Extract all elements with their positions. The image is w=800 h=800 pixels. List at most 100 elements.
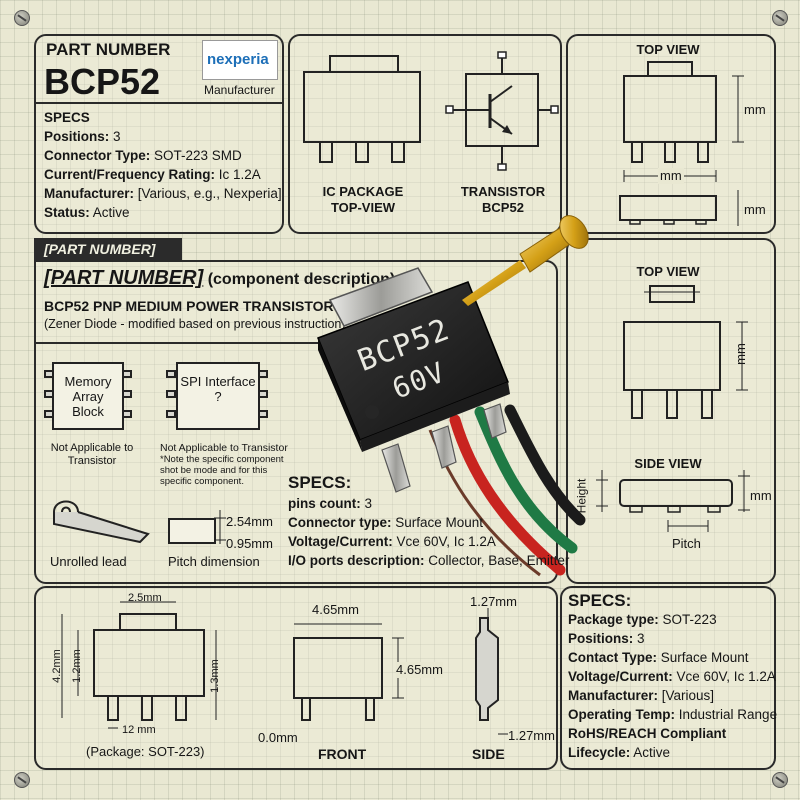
memory-note-2: Transistor	[67, 455, 117, 467]
spec-row: Connector Type: SOT-223 SMD	[44, 146, 282, 165]
top-view-dim-h: mm	[744, 102, 766, 117]
memory-pin	[122, 390, 132, 398]
spec-key: Voltage/Current:	[568, 669, 673, 684]
part-number-panel: PART NUMBER BCP52 nexperia Manufacturer …	[34, 34, 284, 234]
top-view-dim-side: mm	[744, 202, 766, 217]
ic-package-drawing	[303, 55, 421, 163]
description-subtitle: BCP52 PNP MEDIUM POWER TRANSISTOR	[44, 298, 334, 314]
screw-bottom-left	[14, 772, 30, 788]
spec-row: Manufacturer: [Various]	[568, 686, 777, 705]
spi-pin	[258, 370, 268, 378]
package-width: 2.5mm	[128, 592, 162, 604]
side-caption: SIDE	[472, 746, 505, 762]
spec-value: Active	[630, 745, 671, 760]
spec-value: Collector, Base, Emitter	[424, 553, 570, 568]
top-view-panel: TOP VIEW mm mm mm	[566, 34, 776, 234]
spec-key: Connector Type:	[44, 148, 151, 163]
spec-value: 3	[633, 631, 645, 646]
spi-note-2: *Note the specific component	[160, 454, 284, 465]
spec-row: Voltage/Current: Vce 60V, Ic 1.2A	[568, 667, 777, 686]
spec-key: Connector type:	[288, 515, 392, 530]
spec-key: Lifecycle:	[568, 745, 631, 760]
transistor-caption-1: TRANSISTOR	[460, 184, 546, 199]
pitch-dim-1: 2.54mm	[226, 514, 273, 529]
bottom-package-panel: 2.5mm 4.2mm 1.2mm 1.3mm 12 mm (Package: …	[34, 586, 558, 770]
side-top-dim: 1.27mm	[470, 594, 517, 609]
screw-top-left	[14, 10, 30, 26]
memory-pin	[44, 410, 54, 418]
spec-value: [Various]	[658, 688, 715, 703]
description-title: [PART NUMBER]	[44, 267, 204, 289]
spec-row: Connector type: Surface Mount	[288, 513, 569, 532]
memory-pin	[122, 370, 132, 378]
bottom-specs-title: SPECS:	[568, 591, 632, 610]
spec-row: Manufacturer: [Various, e.g., Nexperia]	[44, 184, 282, 203]
spec-row: Current/Frequency Rating: Ic 1.2A	[44, 165, 282, 184]
spi-interface-label: SPI Interface ?	[180, 374, 256, 404]
spec-value: 3	[109, 129, 121, 144]
memory-array-label: Memory Array Block	[64, 374, 112, 419]
spec-value: Vce 60V, Ic 1.2A	[672, 669, 776, 684]
side-bottom-dim: 1.27mm	[508, 728, 555, 743]
spec-key: RoHS/REACH Compliant	[568, 726, 727, 741]
spec-row: I/O ports description: Collector, Base, …	[288, 551, 569, 570]
spec-value: Vce 60V, Ic 1.2A	[392, 534, 496, 549]
spec-key: Status:	[44, 205, 90, 220]
description-title-line: [PART NUMBER] (component description)	[44, 267, 396, 289]
mid-specs-title: SPECS:	[288, 473, 352, 492]
spec-row: Operating Temp: Industrial Range	[568, 705, 777, 724]
spec-row: Status: Active	[44, 203, 282, 222]
front-width: 4.65mm	[312, 602, 359, 617]
spec-row: pins count: 3	[288, 494, 569, 513]
spec-key: Positions:	[568, 631, 634, 646]
spec-value: SOT-223 SMD	[150, 148, 242, 163]
ic-caption-2: TOP-VIEW	[330, 200, 396, 215]
screw-bottom-right	[772, 772, 788, 788]
spec-value: Active	[89, 205, 130, 220]
right-top-view-drawing	[596, 285, 750, 532]
spec-key: Package type:	[568, 612, 659, 627]
spec-key: I/O ports description:	[288, 553, 425, 568]
logo-text: nexperia	[207, 51, 269, 68]
front-caption: FRONT	[318, 746, 367, 762]
pitch-dim-lines	[214, 510, 226, 544]
unrolled-lead-icon	[53, 500, 150, 544]
memory-pin	[44, 390, 54, 398]
memory-pin	[122, 410, 132, 418]
spec-value: Ic 1.2A	[215, 167, 261, 182]
spec-row: Contact Type: Surface Mount	[568, 648, 777, 667]
package-caption: (Package: SOT-223)	[86, 744, 205, 759]
spec-key: Manufacturer:	[568, 688, 659, 703]
package-height-3: 1.3mm	[208, 659, 221, 693]
part-number-value: BCP52	[44, 61, 161, 102]
unrolled-lead-label: Unrolled lead	[50, 554, 127, 569]
pitch-dim-label: Pitch dimension	[168, 554, 260, 569]
spec-key: Voltage/Current:	[288, 534, 393, 549]
front-offset: 0.0mm	[258, 730, 298, 745]
top-view-title: TOP VIEW	[636, 42, 700, 57]
spi-pin	[258, 410, 268, 418]
spi-pin	[166, 370, 176, 378]
spec-value: SOT-223	[658, 612, 717, 627]
part-divider	[36, 102, 282, 104]
spec-value: 3	[360, 496, 373, 511]
description-panel: [PART NUMBER] (component description) BC…	[34, 260, 558, 584]
top-view-dim-w: mm	[658, 168, 684, 184]
spi-pin	[166, 410, 176, 418]
spec-key: Operating Temp:	[568, 707, 676, 722]
side-view-title: SIDE VIEW	[634, 456, 702, 471]
spec-key: pins count:	[288, 496, 361, 511]
spi-pin	[166, 390, 176, 398]
spec-row: Positions: 3	[44, 127, 282, 146]
logo-caption: Manufacturer	[204, 83, 275, 97]
spec-value: Surface Mount	[391, 515, 484, 530]
spec-key: Manufacturer:	[44, 186, 135, 201]
description-title-suffix: (component description)	[203, 271, 396, 288]
spec-row: Lifecycle: Active	[568, 743, 777, 762]
part-number-heading: PART NUMBER	[46, 40, 171, 59]
spi-pin	[258, 390, 268, 398]
specs-title: SPECS	[44, 110, 90, 125]
